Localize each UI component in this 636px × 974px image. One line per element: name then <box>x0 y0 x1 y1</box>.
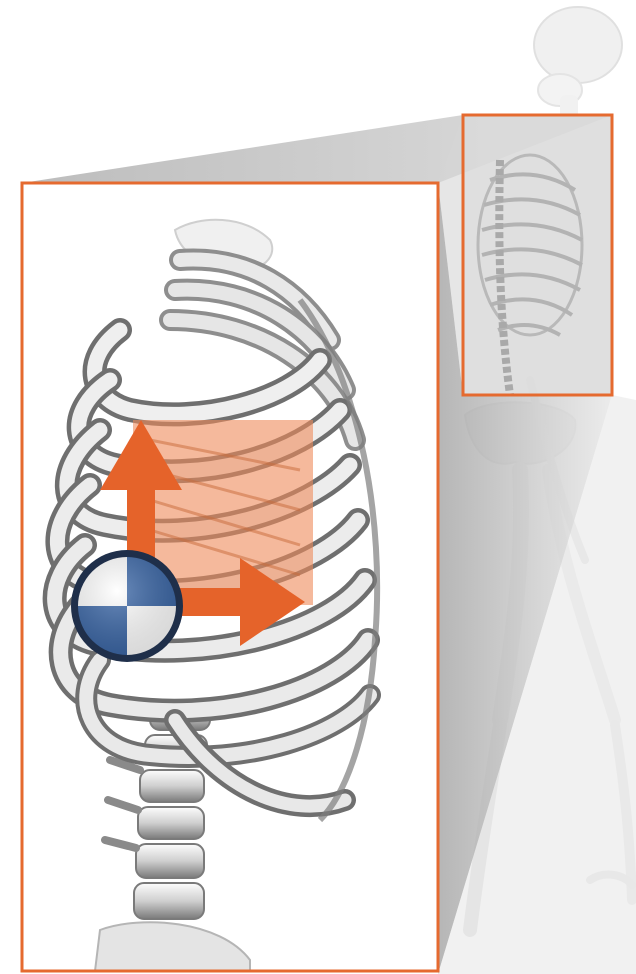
source-box <box>463 115 612 395</box>
zoom-frame <box>22 183 438 971</box>
center-of-mass-icon <box>71 550 183 662</box>
